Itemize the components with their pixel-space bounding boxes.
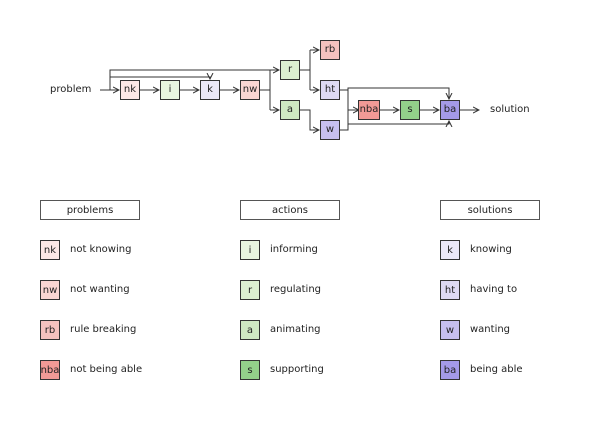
edge-bypass-k <box>109 77 210 90</box>
legend-item-nk: nk not knowing <box>40 240 200 260</box>
node-r: r <box>280 60 300 80</box>
flow-connectors <box>100 0 600 180</box>
legend-item-rb: rb rule breaking <box>40 320 200 340</box>
legend-label: informing <box>270 244 318 255</box>
legend-code: ba <box>440 360 460 380</box>
legend-label: wanting <box>470 324 511 335</box>
legend-label: knowing <box>470 244 512 255</box>
legend-code: nba <box>40 360 60 380</box>
edge-bypass-nw <box>109 69 265 77</box>
legend-label: not knowing <box>70 244 132 255</box>
legend-code: r <box>240 280 260 300</box>
legend-code: k <box>440 240 460 260</box>
legend-code: rb <box>40 320 60 340</box>
legend-label: not wanting <box>70 284 130 295</box>
legend-code: nw <box>40 280 60 300</box>
node-nk: nk <box>120 80 140 100</box>
edge-w-nba <box>340 110 349 131</box>
legend-item-i: i informing <box>240 240 400 260</box>
edge-a-w <box>300 109 319 130</box>
legend-code: w <box>440 320 460 340</box>
legend-item-ba: ba being able <box>440 360 600 380</box>
legend-item-nw: nw not wanting <box>40 280 200 300</box>
legend-label: supporting <box>270 364 324 375</box>
legend-item-k: k knowing <box>440 240 600 260</box>
node-a: a <box>280 100 300 120</box>
node-ht: ht <box>320 80 340 100</box>
edge-ht-nba <box>340 89 359 110</box>
legend-code: i <box>240 240 260 260</box>
legend-code: a <box>240 320 260 340</box>
node-rb: rb <box>320 40 340 60</box>
legend-header-solutions: solutions <box>440 200 540 220</box>
start-label: problem <box>50 84 92 95</box>
legend-item-a: a animating <box>240 320 400 340</box>
edge-w-ba <box>347 121 449 130</box>
legend-label: being able <box>470 364 523 375</box>
legend-code: s <box>240 360 260 380</box>
node-s: s <box>400 100 420 120</box>
legend-item-nba: nba not being able <box>40 360 200 380</box>
edge-ht-ba <box>347 87 449 99</box>
legend-label: rule breaking <box>70 324 137 335</box>
legend-item-w: w wanting <box>440 320 600 340</box>
legend-code: nk <box>40 240 60 260</box>
node-nw: nw <box>240 80 260 100</box>
legend-item-ht: ht having to <box>440 280 600 300</box>
legend-code: ht <box>440 280 460 300</box>
legend-item-s: s supporting <box>240 360 400 380</box>
legend-header-problems: problems <box>40 200 140 220</box>
node-nba: nba <box>358 100 380 120</box>
legend-header-actions: actions <box>240 200 340 220</box>
node-ba: ba <box>440 100 460 120</box>
legend-label: regulating <box>270 284 322 295</box>
legend-item-r: r regulating <box>240 280 400 300</box>
legend-label: not being able <box>70 364 143 375</box>
legend-label: having to <box>470 284 518 295</box>
node-w: w <box>320 120 340 140</box>
end-label: solution <box>490 104 530 115</box>
node-k: k <box>200 80 220 100</box>
legend-label: animating <box>270 324 321 335</box>
node-i: i <box>160 80 180 100</box>
